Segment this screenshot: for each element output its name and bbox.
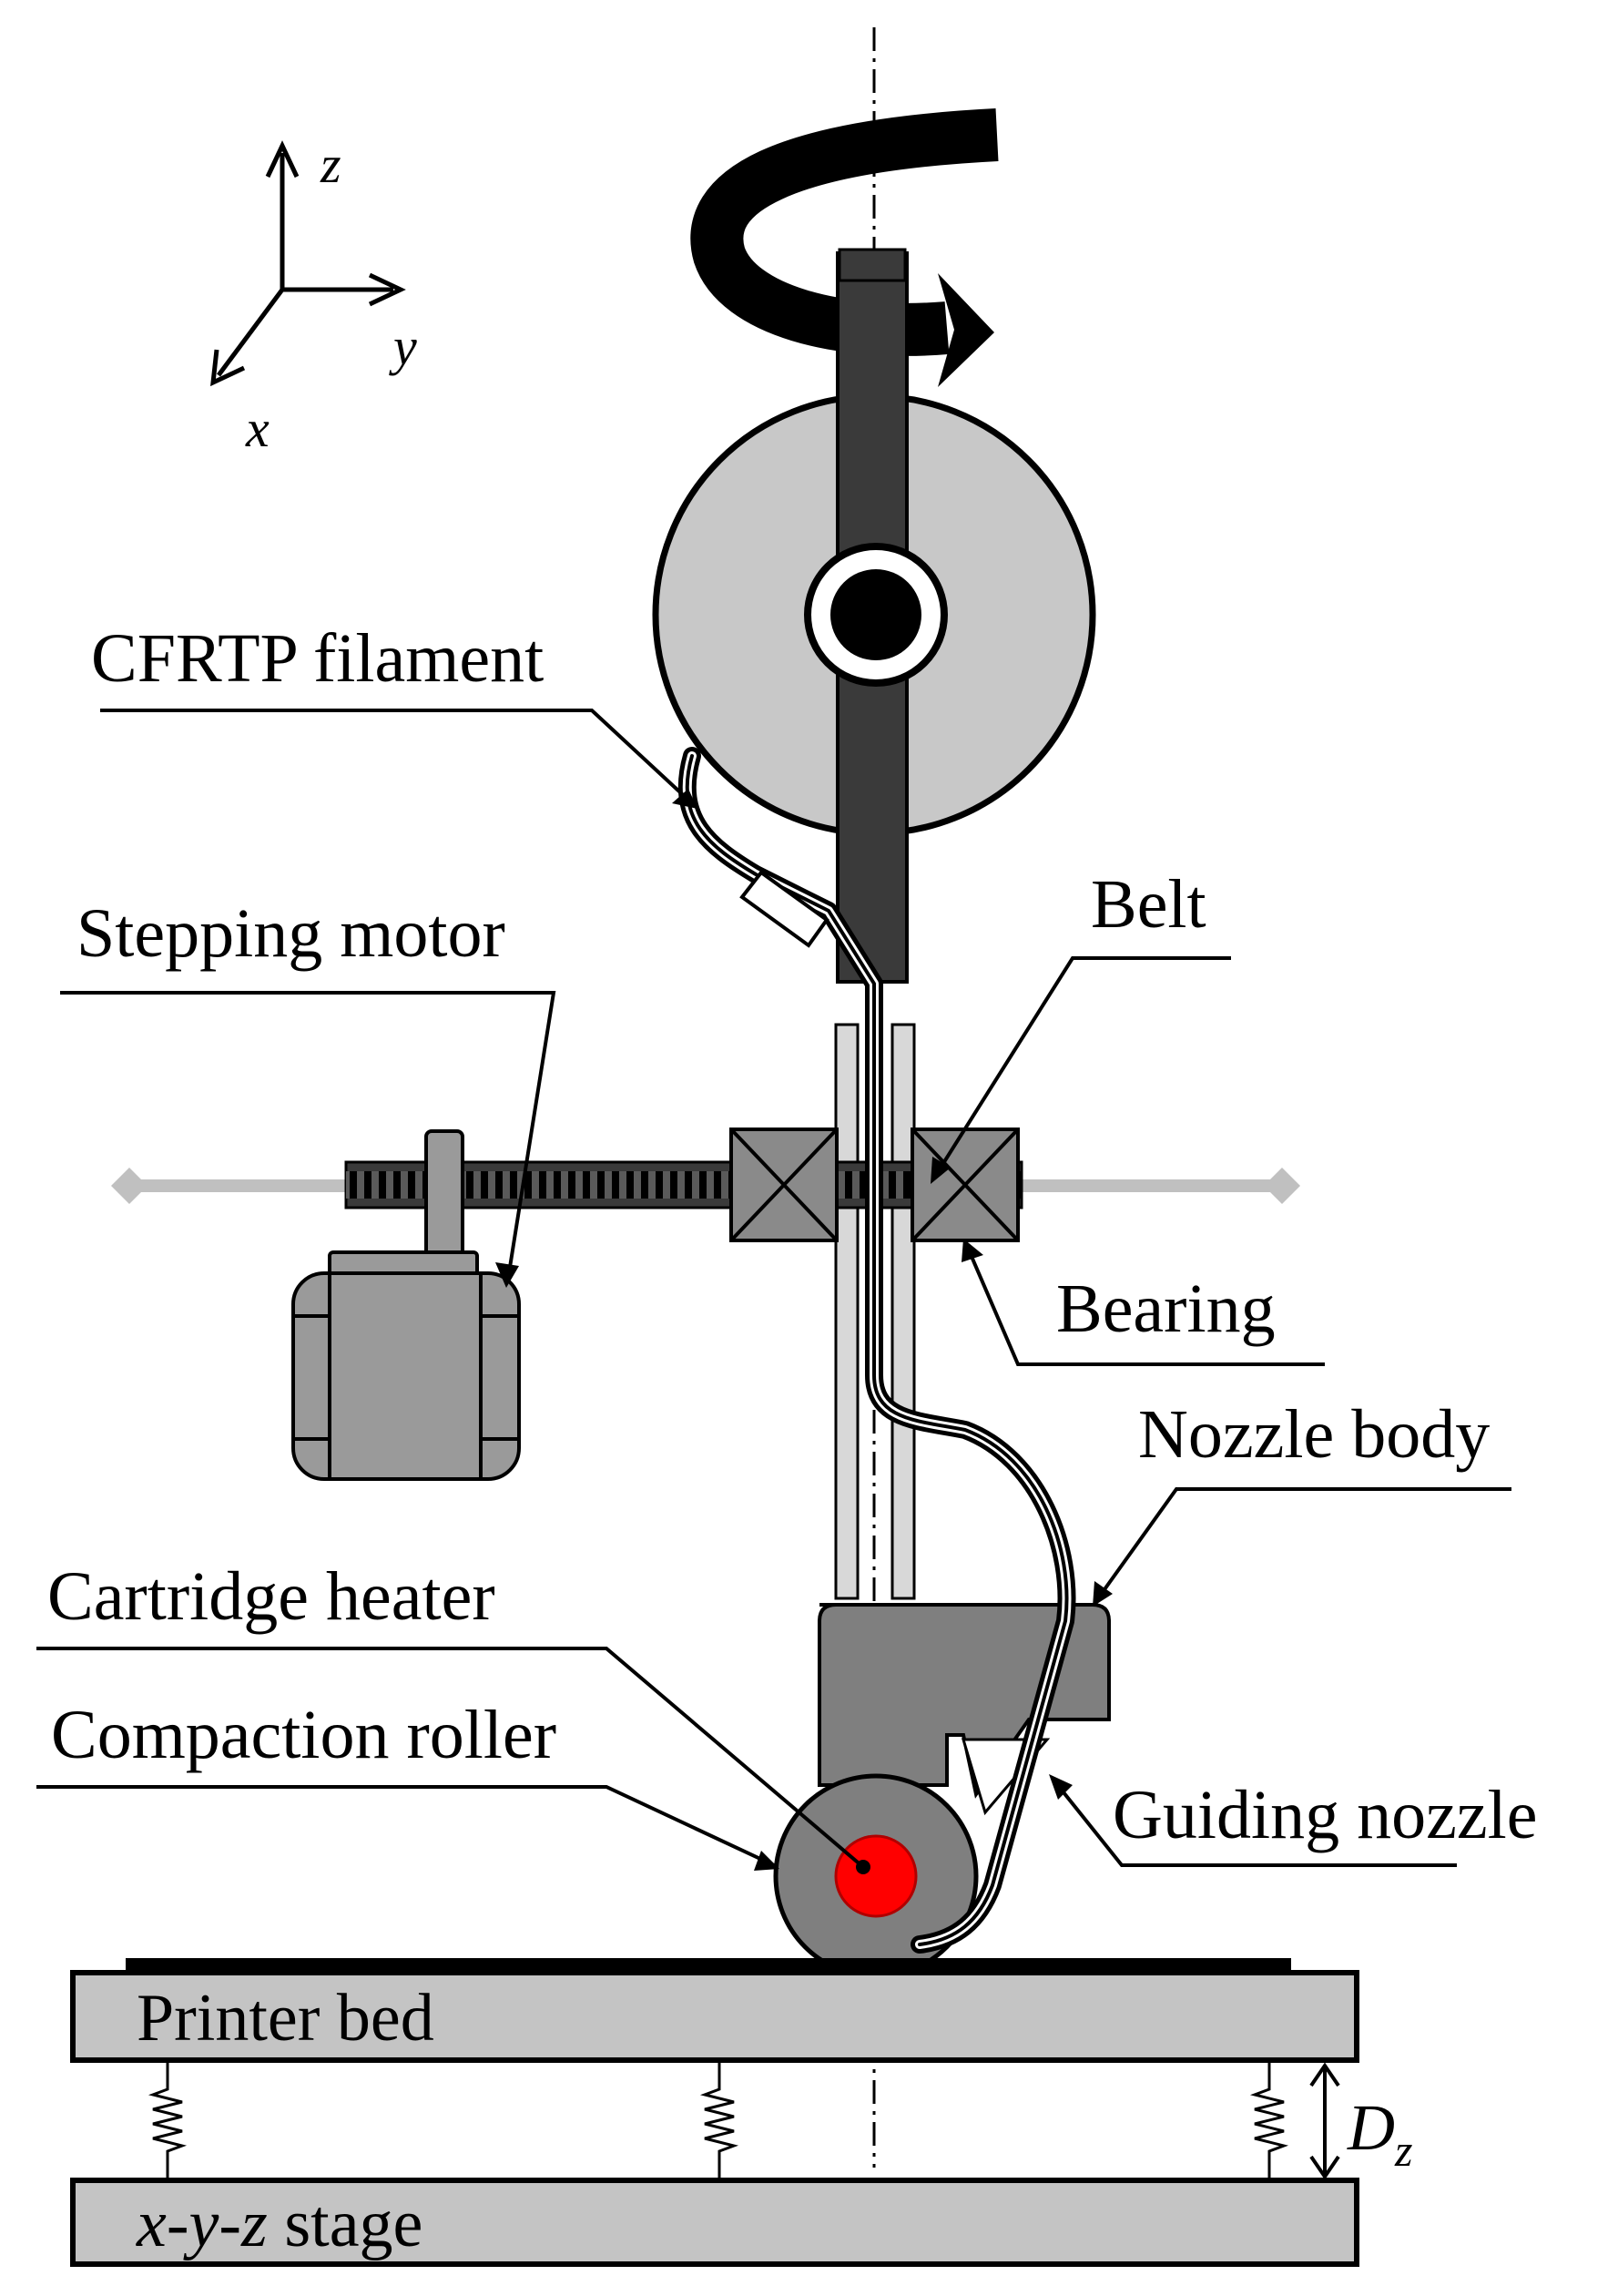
arrowhead-bearing bbox=[962, 1239, 983, 1262]
printer-bed bbox=[70, 1970, 1359, 2063]
label-cartridge-heater: Cartridge heater bbox=[47, 1558, 495, 1635]
dz-dimension-arrow bbox=[1309, 2062, 1340, 2180]
leader-compaction-roller bbox=[36, 1785, 775, 1867]
leader-belt bbox=[934, 956, 1231, 1177]
axis-triad-icon bbox=[210, 140, 406, 387]
guide-tubes bbox=[834, 1023, 916, 1600]
leader-guiding-nozzle bbox=[1054, 1781, 1457, 1867]
label-bearing: Bearing bbox=[1056, 1270, 1276, 1347]
leader-stepping-motor bbox=[60, 991, 556, 1280]
stepping-motor bbox=[291, 1129, 521, 1481]
label-stepping-motor: Stepping motor bbox=[76, 895, 505, 972]
label-compaction-roller: Compaction roller bbox=[51, 1697, 556, 1773]
filament-path bbox=[677, 747, 1076, 1954]
bearing-right bbox=[911, 1128, 1020, 1242]
spring-icon bbox=[148, 2060, 1289, 2180]
printed-layer bbox=[126, 1958, 1291, 1971]
axis-label-z: z bbox=[320, 135, 341, 194]
spool-axle bbox=[830, 569, 921, 660]
arrowhead-stepping-motor bbox=[495, 1262, 519, 1288]
leader-cartridge-heater bbox=[36, 1647, 865, 1869]
axis-label-y: y bbox=[389, 317, 417, 376]
label-belt: Belt bbox=[1091, 866, 1206, 943]
leader-cfrtp-filament bbox=[100, 709, 694, 805]
printer-bed-label: Printer bed bbox=[137, 1981, 434, 2056]
arrowhead-belt bbox=[931, 1157, 951, 1184]
leader-nozzle-body bbox=[1096, 1487, 1511, 1600]
axis-label-x: x bbox=[245, 399, 270, 458]
filament-guide-sleeve bbox=[739, 870, 829, 948]
arrowhead-guiding-nozzle bbox=[1049, 1774, 1073, 1800]
leader-bearing bbox=[965, 1245, 1325, 1366]
dz-label: Dz bbox=[1347, 2091, 1412, 2176]
shaft-top bbox=[838, 248, 907, 282]
label-guiding-nozzle: Guiding nozzle bbox=[1113, 1777, 1537, 1853]
cartridge-heater bbox=[834, 1834, 918, 1918]
xyz-stage-label: x-y-z stage bbox=[136, 2187, 422, 2261]
arrowhead-compaction-roller bbox=[754, 1851, 779, 1871]
label-cfrtp-filament: CFRTP filament bbox=[91, 620, 544, 697]
label-nozzle-body: Nozzle body bbox=[1138, 1396, 1490, 1473]
bearing-left bbox=[729, 1128, 839, 1242]
nozzle-body bbox=[818, 1603, 1111, 1799]
arrowhead-nozzle-body bbox=[1093, 1581, 1113, 1607]
xyz-stage bbox=[70, 2178, 1359, 2267]
arrowhead-cfrtp bbox=[672, 789, 697, 809]
